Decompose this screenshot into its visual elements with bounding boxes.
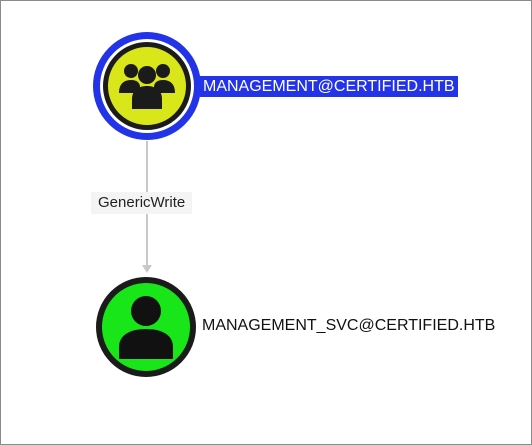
node-label[interactable]: MANAGEMENT_SVC@CERTIFIED.HTB [202, 317, 496, 334]
edge-label-genericwrite[interactable]: GenericWrite [91, 192, 193, 214]
node-circle[interactable] [93, 32, 201, 140]
group-icon [119, 64, 175, 109]
node-fill [103, 42, 191, 130]
node-label[interactable]: MANAGEMENT@CERTIFIED.HTB [200, 76, 458, 97]
edge-arrowhead [142, 265, 152, 273]
node-circle[interactable] [96, 277, 196, 377]
user-icon [119, 296, 173, 359]
